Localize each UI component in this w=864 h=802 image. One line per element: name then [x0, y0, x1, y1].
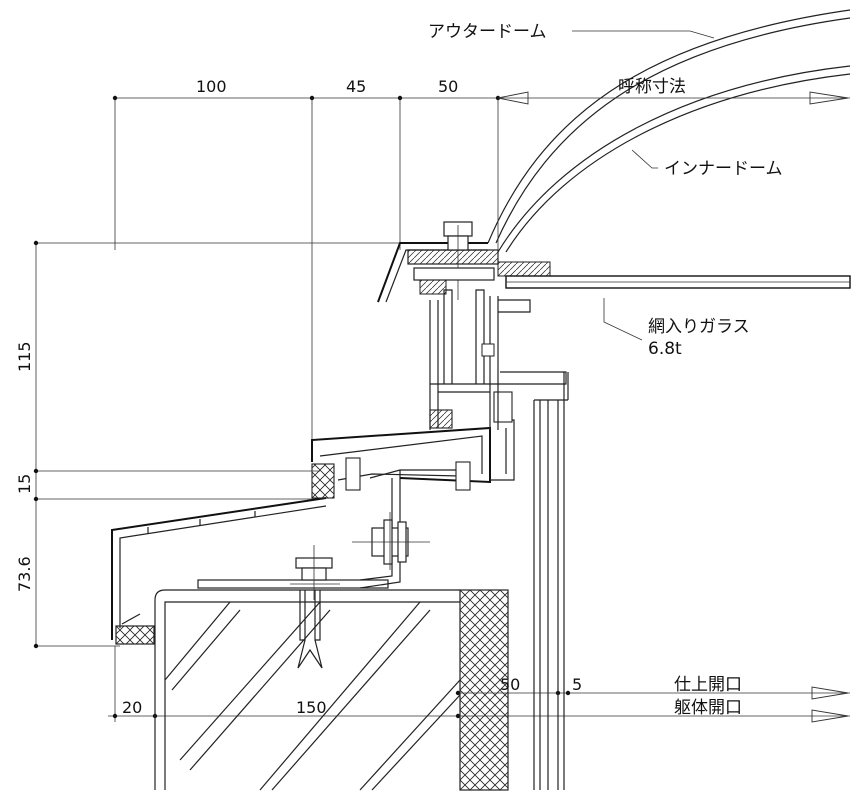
top-clamp [377, 221, 551, 313]
wired-glass-label: 網入りガラス [648, 317, 750, 337]
top-dimensions [112, 91, 850, 440]
support-bracket [352, 470, 430, 589]
finished-opening-label: 仕上開口 [674, 675, 742, 695]
nominal-size-label: 呼称寸法 [618, 77, 686, 97]
dim-bottom-150: 150 [296, 698, 327, 717]
leader-lines [572, 30, 715, 341]
dim-left-73-6: 73.6 [15, 556, 34, 592]
left-dimensions [33, 240, 400, 649]
dim-top-45: 45 [346, 77, 366, 96]
dim-top-50: 50 [438, 77, 458, 96]
inner-dome-label: インナードーム [664, 159, 783, 179]
dim-bottom-20: 20 [122, 698, 142, 717]
glass-thickness-label: 6.8t [648, 339, 682, 359]
concrete-slab [154, 589, 509, 791]
structural-opening-label: 躯体開口 [674, 698, 742, 718]
upper-frame [311, 289, 567, 499]
wall-finish [533, 372, 569, 790]
dim-bottom-50: 50 [500, 675, 520, 694]
dim-bottom-5: 5 [572, 675, 582, 694]
outer-dome-label: アウタードーム [428, 22, 547, 42]
dim-left-15: 15 [15, 474, 34, 494]
lower-curb [111, 497, 327, 645]
dim-left-115: 115 [15, 341, 34, 372]
dim-top-100: 100 [196, 77, 227, 96]
inner-dome [497, 65, 851, 253]
wired-glass [505, 275, 851, 289]
outer-dome [487, 9, 851, 244]
